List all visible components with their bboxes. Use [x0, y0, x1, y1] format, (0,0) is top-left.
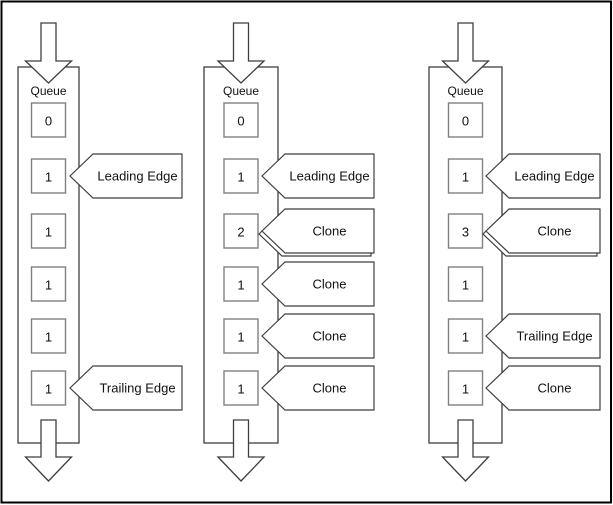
- callout-clone: Clone: [485, 365, 601, 411]
- inflow-arrow-icon: [216, 22, 266, 84]
- callout-leading-edge: Leading Edge: [485, 153, 601, 199]
- queue-cell: [30, 370, 67, 406]
- queue-cell: [447, 102, 484, 138]
- queue-cell-value: 1: [45, 170, 52, 185]
- callout-clone: Clone: [261, 313, 375, 359]
- callout-shape: [261, 153, 375, 199]
- callout-label: Clone: [313, 381, 347, 396]
- queue-cell-value: 1: [462, 330, 469, 345]
- queue-cell: [30, 158, 67, 194]
- outflow-arrow-icon: [216, 419, 266, 482]
- queue-cell-value: 0: [45, 114, 52, 129]
- outflow-arrow-icon: [23, 419, 74, 482]
- queue-cell: [447, 158, 484, 194]
- queue-cell-value: 2: [237, 225, 244, 240]
- callout-shape: [485, 153, 601, 199]
- inflow-arrow-icon: [23, 22, 74, 84]
- queue-cell: [30, 102, 67, 138]
- callout-trailing-edge: Trailing Edge: [485, 313, 601, 359]
- callout-shape: [485, 313, 601, 359]
- queue-cell: [223, 266, 259, 302]
- callout-leading-edge: Leading Edge: [261, 153, 375, 199]
- queue-cell-value: 1: [462, 170, 469, 185]
- queue-cell: [223, 370, 259, 406]
- callout-label: Clone: [313, 224, 347, 239]
- queue-cell-value: 1: [45, 278, 52, 293]
- callout-label: Clone: [313, 329, 347, 344]
- queue-label: Queue: [223, 84, 259, 98]
- inflow-arrow-icon: [440, 22, 491, 84]
- queue-cell-value: 1: [45, 382, 52, 397]
- callout-label: Leading Edge: [289, 169, 369, 184]
- queue-cell-value: 0: [462, 114, 469, 129]
- callout-label: Leading Edge: [514, 169, 594, 184]
- callout-shape: [485, 365, 601, 411]
- queue-cell-value: 1: [45, 225, 52, 240]
- callout-shape: [261, 261, 375, 307]
- queue-cell-value: 1: [462, 382, 469, 397]
- callout-shape: [261, 313, 375, 359]
- queue-label: Queue: [447, 84, 483, 98]
- queue-cell-value: 3: [462, 225, 469, 240]
- outflow-arrow-icon: [440, 419, 491, 482]
- queue-state-2: Queue 0 1 2 1 1 1 Leading Edge Clone Clo…: [203, 22, 375, 482]
- callout-clone-stacked: Clone: [482, 208, 601, 257]
- queue-cell-value: 1: [237, 382, 244, 397]
- queue-cell: [30, 213, 67, 249]
- callout-label: Leading Edge: [97, 169, 177, 184]
- callout-shape: [485, 208, 601, 254]
- callout-label: Clone: [313, 277, 347, 292]
- callout-shape: [261, 208, 375, 254]
- callout-shape: [261, 365, 375, 411]
- queue-cell: [447, 213, 484, 249]
- callout-clone-stacked: Clone: [258, 208, 375, 257]
- queue-cell: [447, 266, 484, 302]
- callout-clone: Clone: [261, 261, 375, 307]
- queue-cell: [223, 102, 259, 138]
- callout-label: Clone: [538, 381, 572, 396]
- callout-shape: [69, 365, 183, 411]
- queue-cell-value: 1: [462, 278, 469, 293]
- queue-cell: [447, 370, 484, 406]
- queue-state-1: Queue 0 1 1 1 1 1 Leading Edge Trailing …: [17, 22, 183, 482]
- callout-leading-edge: Leading Edge: [69, 153, 183, 199]
- queue-cell: [447, 318, 484, 354]
- queue-cell-value: 1: [237, 170, 244, 185]
- queue-cell-value: 1: [237, 278, 244, 293]
- queue-state-3: Queue 0 1 3 1 1 1 Leading Edge Clone Tra…: [428, 22, 601, 482]
- queue-cell-value: 1: [45, 330, 52, 345]
- queue-cell-value: 0: [237, 114, 244, 129]
- queue-cell: [223, 213, 259, 249]
- callout-label: Trailing Edge: [99, 381, 175, 396]
- queue-cell: [223, 158, 259, 194]
- queue-cell: [30, 318, 67, 354]
- callout-clone: Clone: [261, 365, 375, 411]
- queue-label: Queue: [30, 84, 66, 98]
- queue-cell: [30, 266, 67, 302]
- queue-cell: [223, 318, 259, 354]
- callout-label: Clone: [538, 224, 572, 239]
- callout-label: Trailing Edge: [516, 329, 592, 344]
- queue-cell-value: 1: [237, 330, 244, 345]
- callout-shape: [69, 153, 183, 199]
- callout-trailing-edge: Trailing Edge: [69, 365, 183, 411]
